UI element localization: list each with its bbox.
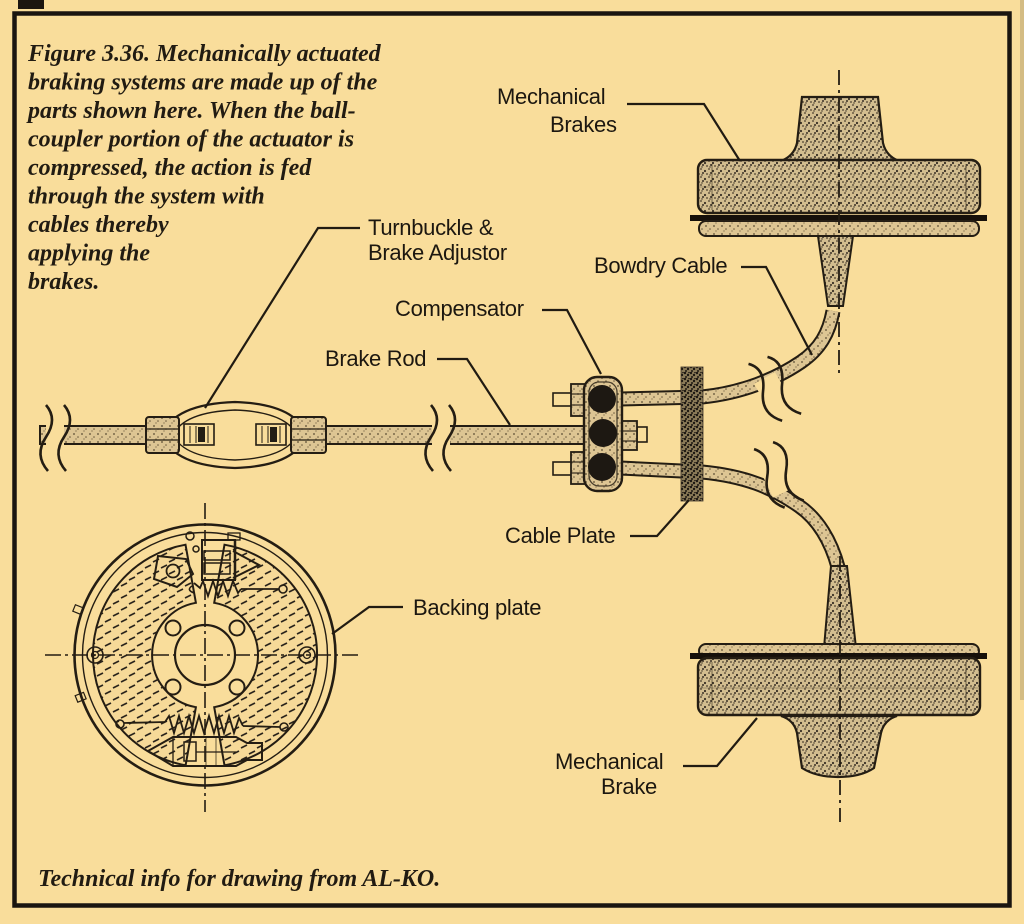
label-mechanical-brakes: Mechanical Brakes <box>497 84 741 162</box>
label-text: Mechanical <box>555 749 663 774</box>
cable-plate-drawing <box>680 366 704 502</box>
threaded-stub-right <box>255 423 287 446</box>
compensator-hole <box>588 385 616 413</box>
label-text: Turnbuckle & <box>368 215 494 240</box>
label-cable-plate: Cable Plate <box>505 499 690 548</box>
label-brake-rod: Brake Rod <box>325 346 511 426</box>
brake-rod-drawing <box>39 400 587 472</box>
compensator-bolt-top <box>552 383 587 417</box>
compensator-bolt-right <box>620 420 648 451</box>
lock-nut-right <box>290 416 327 454</box>
caption-line: through the system with <box>28 184 265 210</box>
leader-line <box>331 605 403 635</box>
leader-line <box>741 265 813 356</box>
backing-plate-drawing <box>45 503 362 812</box>
compensator-hole <box>588 453 616 481</box>
lock-nut-left <box>145 416 180 454</box>
caption-line: parts shown here. When the ball- <box>26 98 356 124</box>
label-backing-plate: Backing plate <box>331 595 542 635</box>
caption-line: compressed, the action is fed <box>28 155 312 181</box>
scan-shadow-right <box>1020 0 1024 700</box>
label-text: Brakes <box>550 112 617 137</box>
label-bowdry-cable: Bowdry Cable <box>594 253 813 356</box>
compensator-hole <box>589 419 617 447</box>
leader-line <box>683 717 758 768</box>
label-text: Bowdry Cable <box>594 253 727 278</box>
leader-line <box>627 102 741 162</box>
label-text: Brake <box>601 774 657 799</box>
credit-line: Technical info for drawing from AL-KO. <box>38 866 440 892</box>
bowden-cables-drawing <box>619 235 858 649</box>
turnbuckle-drawing <box>145 400 327 470</box>
caption-line: coupler portion of the actuator is <box>28 127 354 153</box>
scan-mark-top <box>18 0 44 9</box>
label-mechanical-brake: Mechanical Brake <box>555 717 758 799</box>
compensator-drawing <box>552 375 648 493</box>
label-text: Mechanical <box>497 84 605 109</box>
label-text: Brake Rod <box>325 346 426 371</box>
caption-line: Figure 3.36. Mechanically actuated <box>27 41 382 67</box>
leader-line <box>630 499 690 538</box>
threaded-stub-left <box>183 423 215 446</box>
label-turnbuckle-brake-adjustor: Turnbuckle & Brake Adjustor <box>204 215 507 409</box>
label-text: Compensator <box>395 296 524 321</box>
label-text: Brake Adjustor <box>368 240 507 265</box>
caption-line: cables thereby <box>28 212 169 238</box>
mechanical-brake-bottom-drawing <box>690 643 987 779</box>
leader-line <box>437 357 511 426</box>
label-compensator: Compensator <box>395 296 602 375</box>
caption-line: brakes. <box>28 269 99 295</box>
label-text: Backing plate <box>413 595 541 620</box>
leader-line <box>542 308 602 375</box>
figure-caption: Figure 3.36. Mechanically actuated braki… <box>26 41 382 295</box>
caption-line: applying the <box>28 241 150 267</box>
label-text: Cable Plate <box>505 523 616 548</box>
caption-line: braking systems are made up of the <box>28 70 378 96</box>
figure-border <box>12 11 1012 908</box>
compensator-bolt-bottom <box>552 451 587 485</box>
wheel-cylinder-assembly <box>152 531 288 599</box>
leader-line <box>204 226 360 409</box>
